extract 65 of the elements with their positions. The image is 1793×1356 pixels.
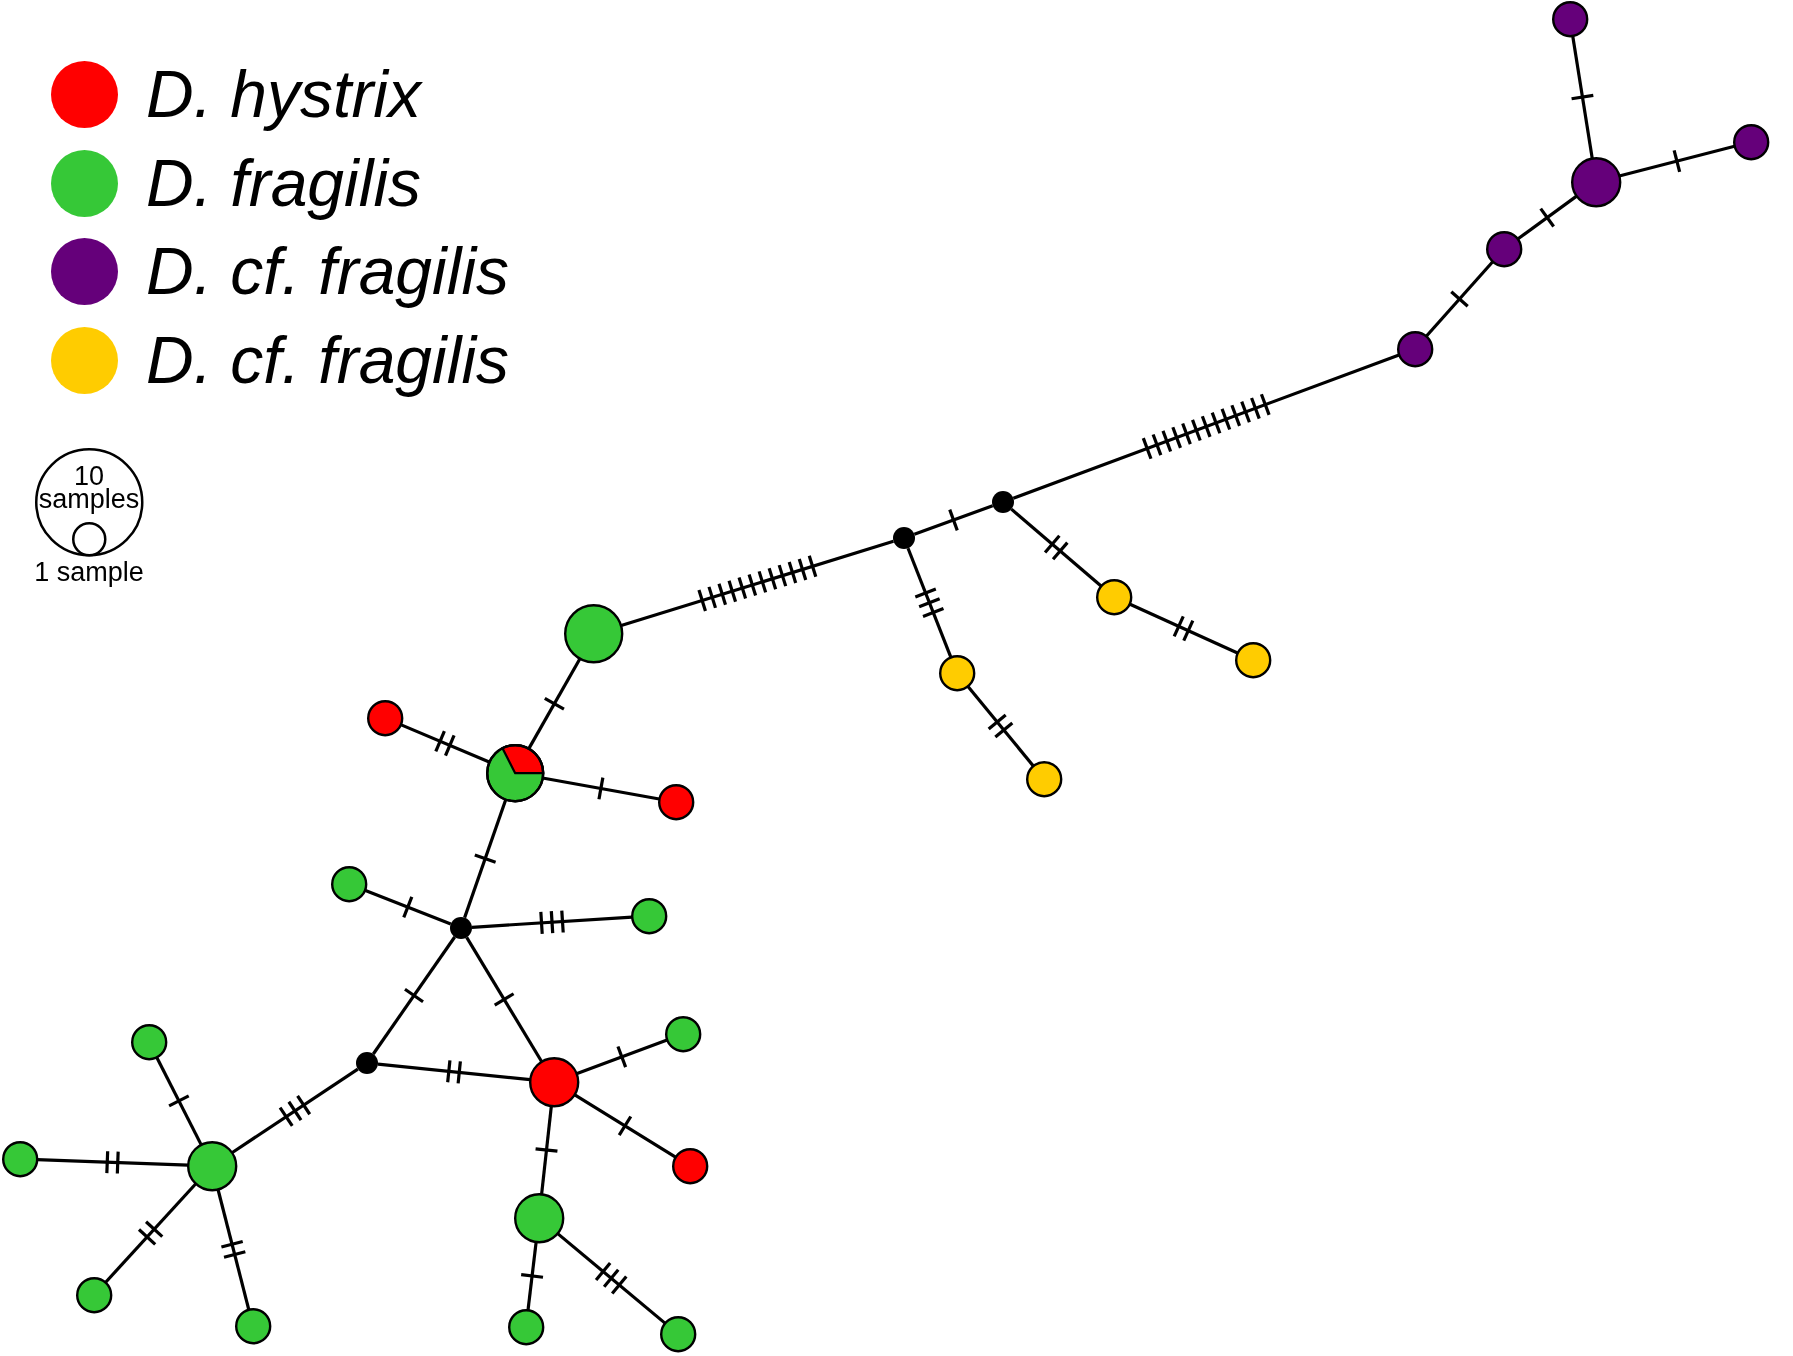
connector-line	[527, 658, 582, 750]
haplotype-circle	[1732, 123, 1770, 161]
connector-line	[104, 1182, 197, 1284]
haplotype-circle	[630, 897, 668, 935]
connector-line	[155, 1056, 203, 1146]
connector-line	[216, 1188, 251, 1310]
haplotype-circle	[657, 783, 695, 821]
haplotype-circle	[130, 1023, 168, 1061]
connector-line	[471, 915, 633, 929]
connector-line	[906, 547, 953, 658]
connector-line	[377, 1062, 531, 1082]
connector-line	[556, 1232, 666, 1325]
median-vector-dot	[992, 491, 1014, 513]
haplotype-circle	[659, 1315, 697, 1353]
connector-line	[1571, 35, 1594, 159]
haplotype-circle	[1025, 760, 1063, 798]
connector-line	[364, 888, 452, 926]
sample-size-label: 10 samples	[37, 465, 141, 512]
connector-line	[526, 1241, 538, 1311]
haplotype-circle	[507, 1308, 545, 1346]
median-vector-dot	[450, 917, 472, 939]
connector-line	[573, 1093, 677, 1159]
haplotype-pie-circle	[485, 743, 545, 803]
haplotype-circle	[234, 1307, 272, 1345]
connector-line	[463, 798, 508, 919]
haplotype-circle	[671, 1147, 709, 1185]
connector-line	[1618, 144, 1735, 178]
haplotype-circle	[366, 699, 404, 737]
connector-line	[400, 723, 490, 764]
sample-size-circle	[34, 447, 144, 557]
haplotype-circle	[564, 604, 624, 664]
connector-line	[542, 776, 660, 801]
connector-line	[1425, 260, 1494, 338]
haplotype-circle	[1485, 230, 1523, 268]
legend-label: D. hystrix	[146, 56, 422, 132]
haplotype-circle	[186, 1140, 238, 1192]
haplotype-circle	[75, 1276, 113, 1314]
haplotype-circle	[330, 865, 368, 903]
haplotype-circle	[1570, 156, 1622, 208]
connector-line	[1010, 507, 1103, 588]
haplotype-circle	[664, 1015, 702, 1053]
legend-label: D. cf. fragilis	[146, 322, 510, 398]
connector-line	[465, 936, 543, 1063]
connector-line	[36, 1158, 189, 1167]
connector-line	[371, 936, 457, 1055]
haplotype-circle	[1551, 0, 1589, 38]
legend-label: D. cf. fragilis	[146, 233, 510, 309]
connector-line	[1128, 602, 1239, 655]
haplotype-circle	[1, 1140, 39, 1178]
haplotype-circle	[1095, 578, 1133, 616]
median-vector-dot	[356, 1052, 378, 1074]
connector-line	[540, 1105, 553, 1195]
haplotype-circle	[513, 1192, 565, 1244]
haplotype-circle	[1234, 641, 1272, 679]
connector-line	[966, 685, 1035, 767]
median-vector-dot	[893, 527, 915, 549]
haplotype-circle	[938, 654, 976, 692]
haplotype-circle	[528, 1056, 580, 1108]
connector-line	[1012, 353, 1400, 500]
haplotype-circle	[1396, 330, 1434, 368]
connector-line	[620, 539, 894, 628]
connector-line	[231, 1067, 359, 1155]
connector-line	[913, 504, 994, 536]
connector-line	[1516, 194, 1578, 241]
legend-label: D. fragilis	[146, 145, 422, 221]
